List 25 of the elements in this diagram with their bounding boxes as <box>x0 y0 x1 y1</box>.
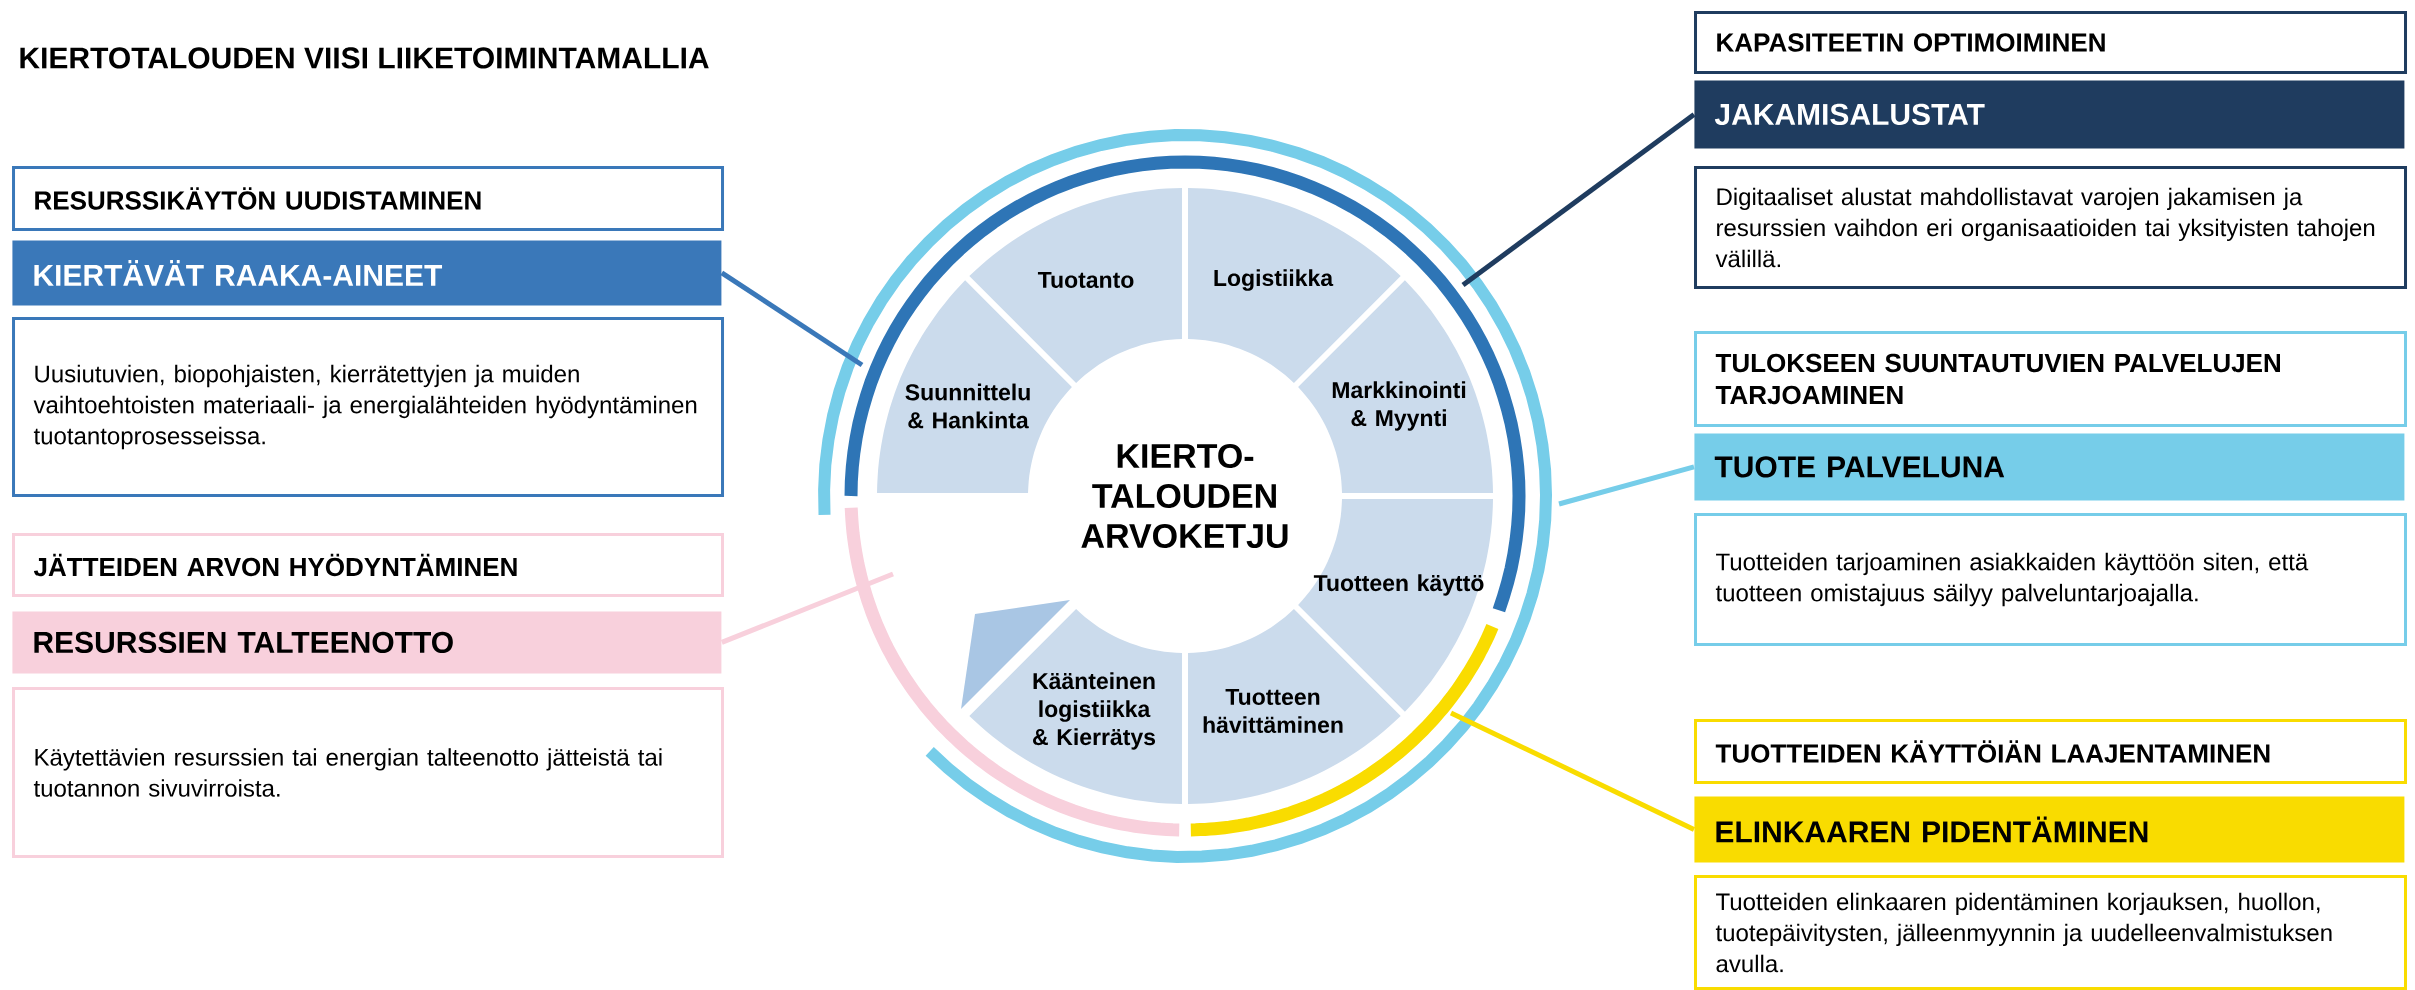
description-box: Tuotteiden tarjoaminen asiakkaiden käyttöön siten, että tuotteen omistajuus säilyy palveluntarjoajalla. <box>1694 513 2407 646</box>
description-box: Uusiutuvien, biopohjaisten, kierrätettyjen ja muiden vaihtoehtoisten materiaali- ja energialähteiden hyödyntäminen tuotantoprosesseissa. <box>12 317 724 497</box>
description-box: Tuotteiden elinkaaren pidentäminen korjauksen, huollon, tuotepäivitysten, jälleenmyynnin ja uudelleenvalmistuksen avulla. <box>1694 875 2407 990</box>
category-heading: RESURSSIKÄYTÖN UUDISTAMINEN <box>12 166 724 231</box>
category-heading: KAPASITEETIN OPTIMOIMINEN <box>1694 11 2407 74</box>
model-title-bar: JAKAMISALUSTAT <box>1694 80 2405 149</box>
description-box: Käytettävien resurssien tai energian talteenotto jätteistä tai tuotannon sivuvirroista. <box>12 687 724 858</box>
leader-line <box>720 270 864 368</box>
category-heading: TULOKSEEN SUUNTAUTUVIEN PALVELUJEN TARJOAMINEN <box>1694 331 2407 427</box>
leader-line <box>1558 464 1695 507</box>
leader-line <box>1461 112 1696 287</box>
value-chain-segment: Käänteinen logistiikka & Kierrätys <box>969 609 1182 804</box>
model-title-bar: KIERTÄVÄT RAAKA-AINEET <box>12 240 722 306</box>
category-heading: JÄTTEIDEN ARVON HYÖDYNTÄMINEN <box>12 533 724 597</box>
center-label: KIERTO- TALOUDEN ARVOKETJU <box>1081 443 1288 549</box>
value-chain-segment: Tuotteen hävittäminen <box>1188 609 1401 804</box>
model-title-bar: ELINKAAREN PIDENTÄMINEN <box>1694 796 2405 863</box>
model-title-bar: RESURSSIEN TALTEENOTTO <box>12 611 722 674</box>
leader-line <box>1449 710 1696 832</box>
category-heading: TUOTTEIDEN KÄYTTÖIÄN LAAJENTAMINEN <box>1694 719 2407 784</box>
description-box: Digitaaliset alustat mahdollistavat varojen jakamisen ja resurssien vaihdon eri organisaatioiden tai yksityisten tahojen välillä. <box>1694 166 2407 289</box>
leader-line <box>720 571 894 645</box>
value-chain-segment: Tuotanto <box>969 188 1182 383</box>
model-title-bar: TUOTE PALVELUNA <box>1694 433 2405 501</box>
diagram-title: KIERTOTALOUDEN VIISI LIIKETOIMINTAMALLIA <box>20 47 709 69</box>
